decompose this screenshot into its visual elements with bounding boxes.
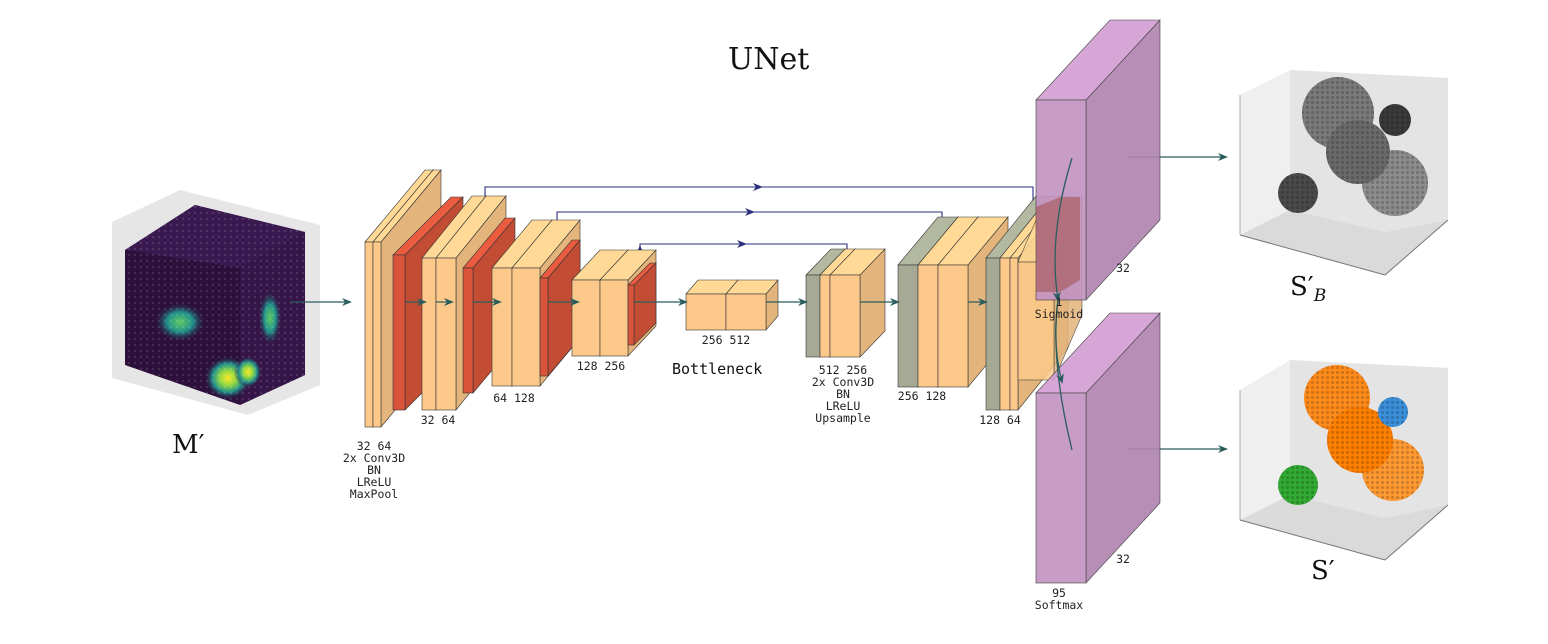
head-branch-arrow [1052, 157, 1073, 302]
softmax-head-caption: 95 Softmax [1024, 587, 1094, 611]
encoder-block1-conv-a-front [364, 241, 374, 428]
bottleneck-label: Bottleneck [672, 360, 763, 378]
encoder-block2-channels: 32 64 [420, 413, 456, 427]
encoder-op: LReLU [356, 475, 392, 489]
input-texture [125, 205, 305, 405]
cluster-texture [1379, 104, 1411, 136]
encoder-block4-conv-b-front [599, 279, 629, 357]
input-label: M′ [172, 430, 205, 460]
decoder-op: BN [836, 387, 850, 401]
plot-axis [1384, 504, 1449, 561]
decoder-block3-conv-a-front [999, 257, 1011, 411]
decoder-block1-channels: 512 256 [818, 363, 868, 377]
network-blocks [364, 169, 1069, 428]
decoder-block1-conv-a-front [819, 274, 831, 358]
bottleneck-channels: 256 512 [701, 333, 751, 347]
decoder-block3-upsample-front [985, 257, 1001, 411]
encoder-block3-pool-front [539, 277, 549, 377]
skip-arrowhead [737, 240, 747, 248]
plot-axis [1384, 219, 1449, 276]
encoder-block4-pool-front [627, 284, 635, 346]
decoder-block2-conv-b-front [937, 264, 969, 388]
decoder-block1-upsample-front [805, 274, 821, 358]
decoder-block2-channels: 256 128 [897, 389, 947, 403]
softmax-head-depth: 32 [1116, 552, 1130, 566]
cluster-texture [1278, 465, 1318, 505]
plot-axis [1239, 519, 1386, 561]
sigmoid-head-activation: Sigmoid [1034, 307, 1084, 321]
decoder-block3-conv-b-front [1009, 257, 1019, 411]
encoder-block2-conv-a-front [421, 257, 437, 411]
softmax-head-channels: 95 [1052, 586, 1066, 600]
softmax-head-block [1035, 312, 1161, 584]
binary-output-subscript: B [1313, 286, 1327, 307]
plot-floor [1240, 210, 1448, 275]
decoder-block2-conv-a-front [917, 264, 939, 388]
skip-connection-3 [639, 243, 848, 265]
encoder-block4-channels: 128 256 [576, 359, 626, 373]
input-volume [112, 190, 320, 415]
cluster-texture [1327, 407, 1393, 473]
skip-arrowhead [753, 183, 763, 191]
plot-axis [1239, 234, 1386, 276]
sigmoid-head-overlay [1036, 197, 1080, 292]
encoder-block3-channels: 64 128 [493, 391, 535, 405]
encoder-block3-conv-a-front [491, 267, 513, 387]
skip-arrowhead [745, 208, 755, 216]
diagram-title: UNet [728, 42, 810, 77]
main-flow-arrows [290, 153, 1228, 453]
decoder-op: LReLU [825, 399, 861, 413]
encoder-op: MaxPool [349, 487, 399, 501]
decoder-op: Upsample [815, 411, 871, 425]
encoder-block1-caption: 32 64 2x Conv3D BN LReLU MaxPool [322, 440, 426, 500]
encoder-block1-pool-front [392, 254, 406, 411]
plot-floor [1240, 495, 1448, 560]
encoder-block2-pool-front [462, 267, 474, 394]
decoder-block1-conv-b [829, 248, 886, 358]
sigmoid-head-depth: 32 [1116, 261, 1130, 275]
cluster-texture [1378, 397, 1408, 427]
head-branch-arrow [1055, 299, 1064, 384]
cluster-texture [1278, 173, 1318, 213]
bottleneck-conv-b-front [725, 293, 767, 331]
binary-output-symbol: S′ [1290, 272, 1314, 302]
binary-output-plot [1239, 70, 1449, 276]
multiclass-output-plot [1239, 360, 1449, 561]
decoder-block1-caption: 512 256 2x Conv3D BN LReLU Upsample [794, 364, 892, 424]
decoder-op: 2x Conv3D [811, 375, 875, 389]
encoder-block3-conv-b-front [511, 267, 541, 387]
encoder-op: BN [367, 463, 381, 477]
encoder-block1-conv-b-front [372, 241, 382, 428]
encoder-op: 2x Conv3D [342, 451, 406, 465]
encoder-block2-conv-b-front [435, 257, 457, 411]
sigmoid-head-channels: 1 [1055, 295, 1063, 309]
decoder-block2-upsample-front [897, 264, 919, 388]
softmax-head-block-front [1035, 392, 1087, 584]
cluster-texture [1326, 120, 1390, 184]
softmax-head-activation: Softmax [1034, 598, 1084, 612]
encoder-block4-conv-a-front [571, 279, 601, 357]
binary-output-label: S′B [1290, 272, 1326, 306]
decoder-block1-conv-b-front [829, 274, 861, 358]
multiclass-output-label: S′ [1311, 556, 1335, 586]
encoder-block4-pool [627, 262, 657, 346]
bottleneck-conv-a-front [685, 293, 727, 331]
encoder-block1-channels: 32 64 [356, 439, 392, 453]
bottleneck-conv-b [725, 279, 779, 331]
decoder-block3-channels: 128 64 [979, 413, 1021, 427]
skip-connection-2 [556, 211, 943, 245]
sigmoid-head-block [1035, 19, 1161, 301]
output-heads [1017, 19, 1161, 584]
sigmoid-head-caption: 1 Sigmoid [1024, 296, 1094, 320]
